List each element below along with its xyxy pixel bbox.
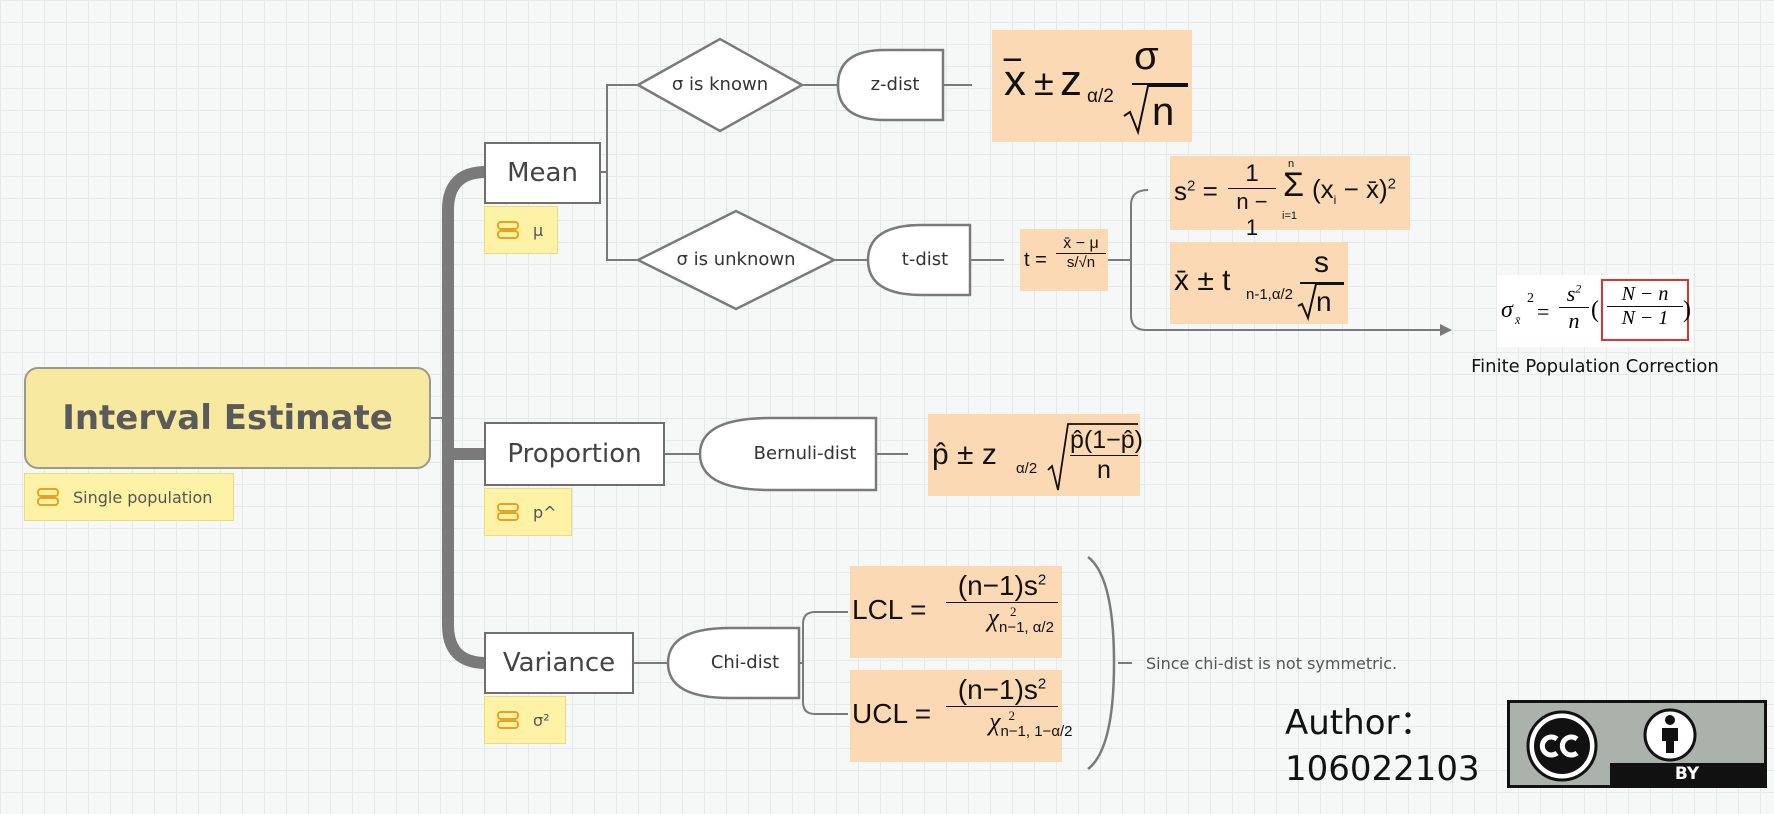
chi-shape [666, 626, 801, 700]
t-statistic-formula: t = x̄ − μ s/√n [1020, 229, 1108, 291]
zdist-shape [836, 48, 945, 122]
bernoulli-shape [698, 416, 878, 492]
tdist-label[interactable]: t-dist [901, 249, 949, 270]
bernoulli-label[interactable]: Bernuli-dist [753, 443, 857, 464]
proportion-tag: p^ [484, 488, 572, 536]
author-block: Author： 106022103 [1285, 700, 1480, 792]
root-tag: Single population [24, 473, 234, 521]
author-label: Author： [1285, 703, 1434, 743]
proportion-tag-text: p^ [533, 502, 557, 522]
sqrt-icon [1297, 282, 1344, 322]
z-interval-formula: x‾ ± z α/2 σ n [992, 30, 1192, 142]
sqrt-icon [1047, 423, 1138, 491]
fpc-formula: σ x̄ 2 = s2 n ( N − n N − 1 ) [1497, 275, 1693, 347]
mean-tag-text: μ [533, 220, 544, 240]
chi-lcl-line [799, 611, 848, 664]
unknown-diamond [635, 209, 837, 311]
known-label[interactable]: σ is known [671, 74, 769, 95]
tdist-shape [866, 223, 972, 297]
variance-tag: σ² [484, 696, 566, 744]
mean-known-line [600, 84, 637, 173]
creative-commons-icon [1526, 710, 1598, 782]
attribution-person-icon [1643, 708, 1697, 762]
cc-by-badge[interactable]: BY [1507, 700, 1767, 788]
chi-label[interactable]: Chi-dist [710, 652, 780, 673]
t-interval-formula: x̄ ± t n-1,α/2 s n [1170, 242, 1348, 324]
note-icon [497, 711, 519, 729]
root-tag-text: Single population [73, 487, 213, 507]
note-icon [497, 221, 519, 239]
root-node[interactable]: Interval Estimate [24, 367, 431, 469]
fpc-highlight: N − n N − 1 [1601, 279, 1689, 341]
unknown-label[interactable]: σ is unknown [676, 249, 796, 270]
note-icon [37, 488, 59, 506]
variance-node[interactable]: Variance [484, 632, 634, 694]
mean-tag: μ [484, 206, 558, 254]
main-trunk [442, 166, 487, 669]
proportion-node[interactable]: Proportion [484, 422, 665, 486]
sqrt-icon [1123, 83, 1188, 136]
t-bracket [1130, 189, 1440, 331]
ucl-formula: UCL = (n−1)s2 χn−1, 1−α/22 [850, 670, 1073, 762]
note-icon [497, 503, 519, 521]
variance-brace [1087, 556, 1116, 770]
fpc-arrow-icon [1440, 324, 1452, 336]
mean-unknown-line [606, 172, 637, 261]
author-id: 106022103 [1285, 749, 1480, 789]
cc-by-label: BY [1610, 763, 1764, 785]
chi-ucl-line [802, 663, 848, 715]
known-diamond [635, 37, 805, 133]
variance-tag-text: σ² [533, 710, 550, 730]
fpc-caption: Finite Population Correction [1471, 356, 1719, 377]
zdist-label[interactable]: z-dist [870, 74, 920, 95]
lcl-formula: LCL = (n−1)s2 χn−1, α/22 [850, 566, 1062, 658]
chi-note: Since chi-dist is not symmetric. [1146, 654, 1398, 673]
mean-node[interactable]: Mean [484, 142, 601, 204]
sample-variance-formula: s2 = 1 n − 1 n Σ i=1 (xi − x̄)2 [1170, 156, 1410, 240]
p-interval-formula: p̂ ± z α/2 p̂(1−p̂) n [928, 414, 1143, 496]
